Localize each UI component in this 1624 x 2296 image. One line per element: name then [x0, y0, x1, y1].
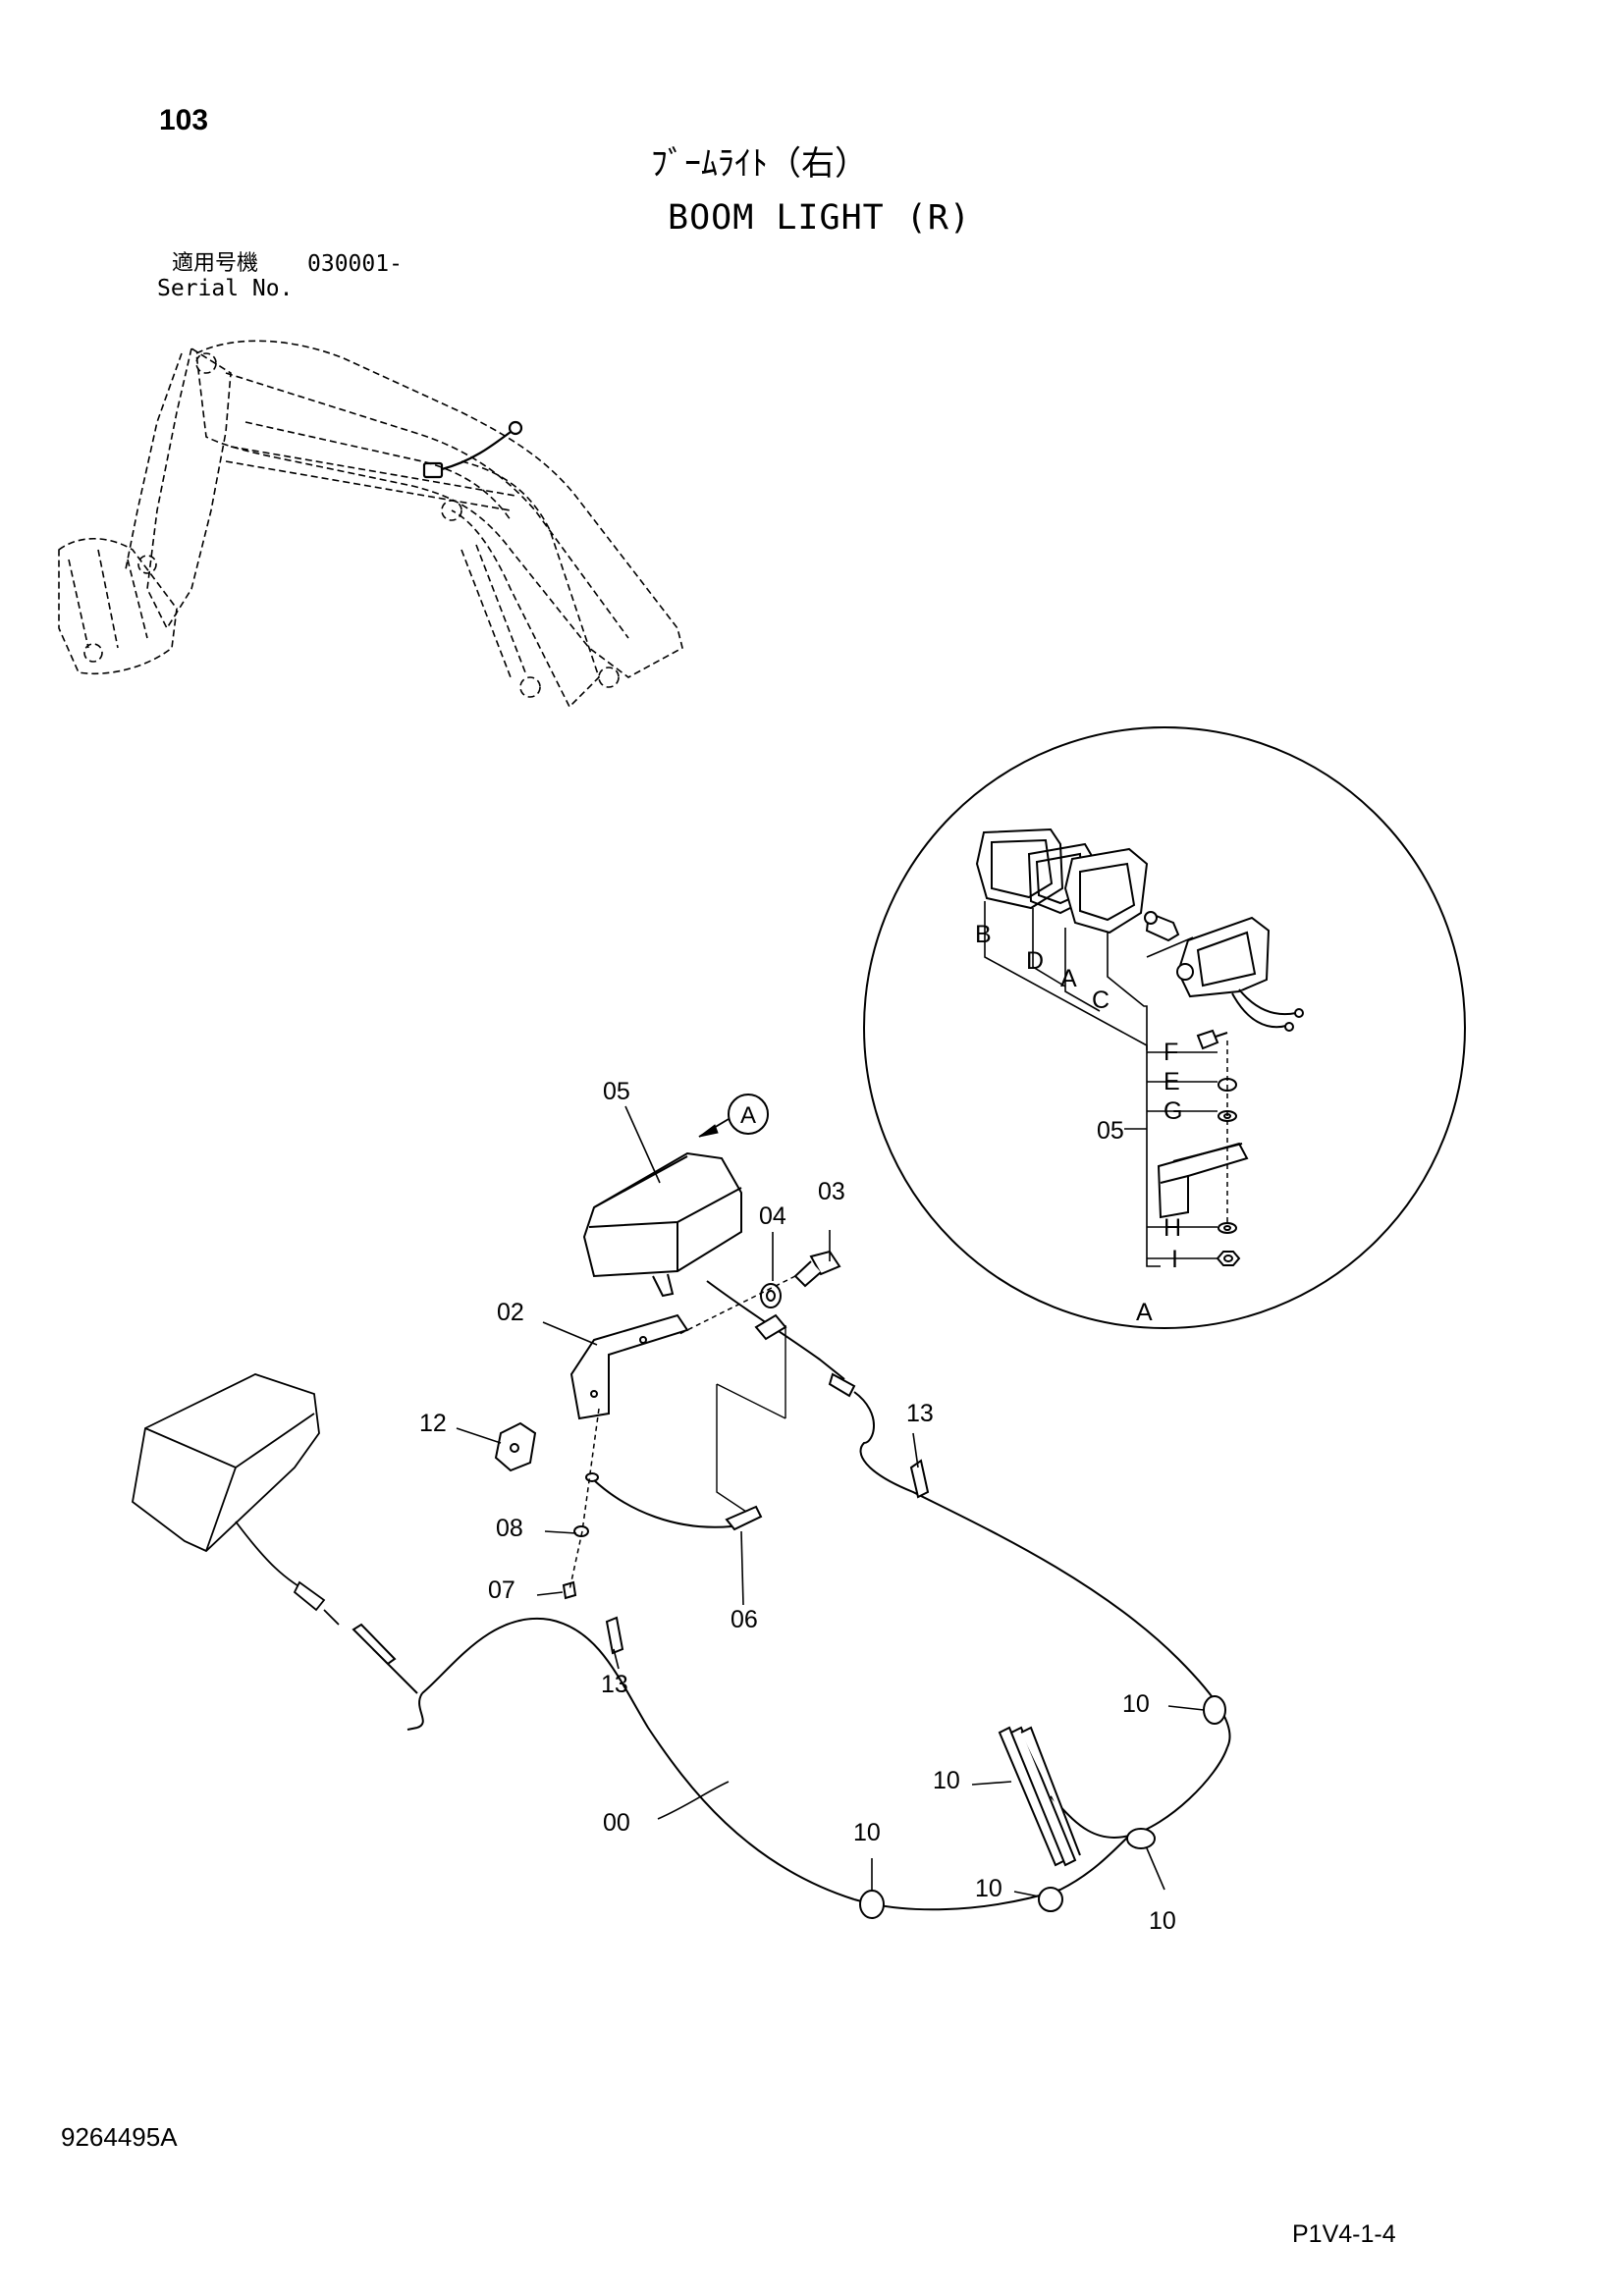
detail-label-c: C: [1092, 987, 1110, 1014]
excavator-boom-overview: [58, 340, 683, 709]
clamps-10: [859, 1695, 1226, 1919]
bolt-axis-line: [677, 1275, 796, 1336]
title-english: BOOM LIGHT (R): [668, 198, 972, 238]
serial-number-value: 030001-: [307, 251, 403, 277]
document-number: 9264495A: [61, 2122, 178, 2152]
clip-13-lower: [605, 1616, 624, 1655]
mounting-bracket-02: [569, 1313, 689, 1420]
washer-h: [1218, 1222, 1237, 1234]
nut-12: [494, 1421, 537, 1472]
detail-a-callout-label: A: [740, 1102, 756, 1129]
detail-a-circle: [863, 726, 1466, 1329]
callout-00: 00: [603, 1809, 630, 1837]
callout-10-b: 10: [933, 1767, 960, 1794]
detail-a-callout: A: [698, 1094, 769, 1138]
callout-06: 06: [731, 1606, 758, 1633]
lamp-housing: [1176, 916, 1304, 1032]
serial-label-japanese: 適用号機: [172, 251, 259, 276]
callout-10-a: 10: [1122, 1690, 1150, 1718]
overview-highlighted-light: [422, 420, 523, 479]
detail-label-e: E: [1164, 1068, 1180, 1095]
serial-label-english: Serial No.: [157, 276, 294, 301]
callout-13-lower: 13: [601, 1671, 628, 1698]
washer-08: [573, 1472, 599, 1537]
detail-label-f: F: [1164, 1039, 1178, 1066]
title-japanese: ﾌﾞｰﾑﾗｲﾄ（右）: [651, 144, 868, 184]
detail-label-g: G: [1164, 1097, 1182, 1125]
callout-13-upper: 13: [906, 1400, 934, 1427]
callout-leader-lines: [456, 1105, 1205, 1897]
page-code: P1V4-1-4: [1292, 2220, 1396, 2248]
detail-label-bottom-a: A: [1136, 1299, 1153, 1326]
callout-10-d: 10: [975, 1875, 1002, 1902]
opposite-lamp-outline: [132, 1373, 340, 1626]
detail-leader-lines: [984, 901, 1218, 1267]
callout-12: 12: [419, 1410, 447, 1437]
callout-08: 08: [496, 1515, 523, 1542]
nut-i: [1216, 1251, 1241, 1266]
page-number: 103: [159, 104, 209, 136]
detail-label-h: H: [1164, 1214, 1181, 1242]
callout-04: 04: [759, 1202, 786, 1230]
lamp-lens-a: [1063, 847, 1149, 934]
callout-03: 03: [818, 1178, 845, 1205]
detail-label-group-05: 05: [1097, 1117, 1124, 1145]
callout-07: 07: [488, 1576, 515, 1604]
detail-label-d: D: [1026, 947, 1044, 975]
connection-break-lines: [716, 1325, 786, 1513]
washer-04: [760, 1283, 782, 1308]
main-harness-00: [352, 1280, 1231, 1911]
callout-10-c: 10: [853, 1819, 881, 1846]
bolt-07: [562, 1580, 577, 1600]
callout-05: 05: [603, 1078, 630, 1105]
detail-a-view: B D A C F E G 05 H I A: [863, 726, 1466, 1329]
bolt-03: [793, 1250, 841, 1288]
bolt-f: [1196, 1029, 1228, 1050]
work-lamp-05: [582, 1151, 742, 1298]
lamp-bulb-c: [1144, 911, 1180, 942]
mount-axis-line: [568, 1408, 600, 1591]
detail-bracket: [1157, 1142, 1249, 1219]
detail-label-b: B: [975, 921, 992, 948]
lamp-gasket-b: [975, 828, 1064, 910]
callout-02: 02: [497, 1299, 524, 1326]
detail-label-i: I: [1171, 1246, 1178, 1273]
callout-10-e: 10: [1149, 1907, 1176, 1935]
detail-label-a: A: [1060, 965, 1077, 992]
